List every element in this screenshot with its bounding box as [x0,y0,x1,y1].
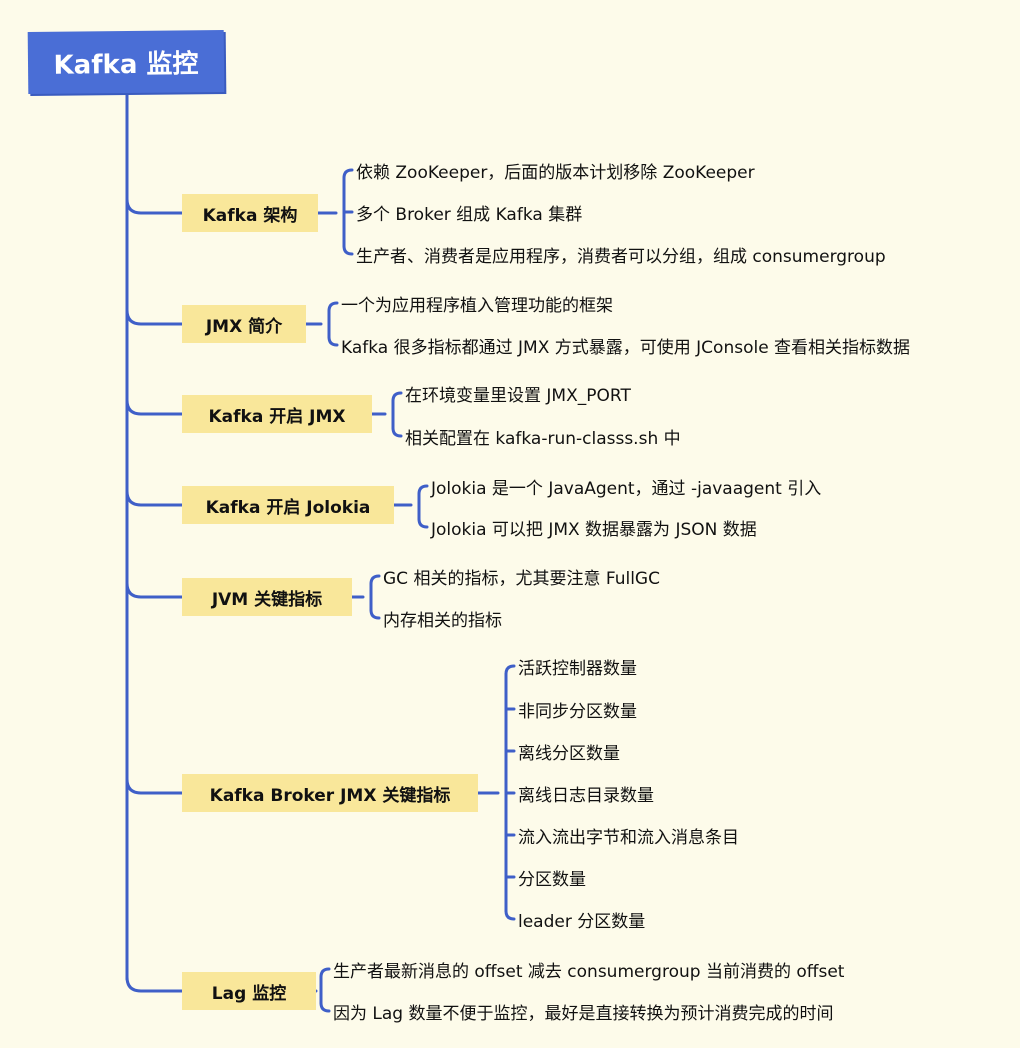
leaf-node: Jolokia 是一个 JavaAgent，通过 -javaagent 引入 [431,478,822,499]
leaf-node: 生产者、消费者是应用程序，消费者可以分组，组成 consumergroup [356,246,886,267]
leaf-node: 相关配置在 kafka-run-classs.sh 中 [405,428,681,449]
leaf-connector-7-1 [319,967,331,979]
leaf-node: 非同步分区数量 [518,701,637,722]
leaf-node: 内存相关的指标 [383,610,502,631]
leaf-node: 在环境变量里设置 JMX_PORT [405,385,631,406]
leaf-node: 流入流出字节和流入消息条目 [518,827,739,848]
leaf-node: 分区数量 [518,869,586,890]
branch-connector-3 [125,398,184,416]
leaf-node: 一个为应用程序植入管理功能的框架 [341,295,613,316]
branch-node-6: Kafka Broker JMX 关键指标 [182,774,478,812]
leaf-connector-2-2 [327,335,339,347]
branch-connector-7 [125,975,184,993]
leaf-connector-5-2 [369,608,381,620]
leaf-connector-5-1 [369,574,381,586]
leaf-connector-6-7 [504,909,516,921]
leaf-node: 离线分区数量 [518,743,620,764]
branch-node-5: JVM 关键指标 [182,578,352,616]
branch-connector-6 [125,777,184,795]
leaf-node: 离线日志目录数量 [518,785,654,806]
branch-connector-2 [125,308,184,326]
branch-node-4: Kafka 开启 Jolokia [182,486,394,524]
branch-connector-1 [125,197,184,215]
leaf-node: 因为 Lag 数量不便于监控，最好是直接转换为预计消费完成的时间 [333,1003,834,1024]
branch-connector-5 [125,581,184,599]
branch-node-1: Kafka 架构 [182,194,318,232]
leaf-connector-3-2 [391,426,403,438]
leaf-connector-1-3 [342,244,354,256]
leaf-node: 生产者最新消息的 offset 减去 consumergroup 当前消费的 o… [333,961,845,982]
leaf-node: 多个 Broker 组成 Kafka 集群 [356,204,583,225]
root-node: Kafka 监控 [27,29,225,95]
leaf-node: 活跃控制器数量 [518,658,637,679]
leaf-connector-2-1 [327,301,339,313]
branch-node-3: Kafka 开启 JMX [182,395,372,433]
leaf-connector-7-2 [319,1001,331,1013]
leaf-node: Kafka 很多指标都通过 JMX 方式暴露，可使用 JConsole 查看相关… [341,337,911,358]
leaf-node: leader 分区数量 [518,911,646,932]
branch-node-2: JMX 简介 [182,305,306,343]
leaf-connector-4-1 [417,484,429,496]
branch-connector-4 [125,489,184,507]
leaf-connector-6-1 [504,664,516,676]
branch-node-7: Lag 监控 [182,972,316,1010]
leaf-node: Jolokia 可以把 JMX 数据暴露为 JSON 数据 [431,519,757,540]
leaf-connector-1-1 [342,168,354,180]
leaf-node: GC 相关的指标，尤其要注意 FullGC [383,568,660,589]
leaf-node: 依赖 ZooKeeper，后面的版本计划移除 ZooKeeper [356,162,755,183]
leaf-connector-3-1 [391,391,403,403]
leaf-connector-4-2 [417,517,429,529]
